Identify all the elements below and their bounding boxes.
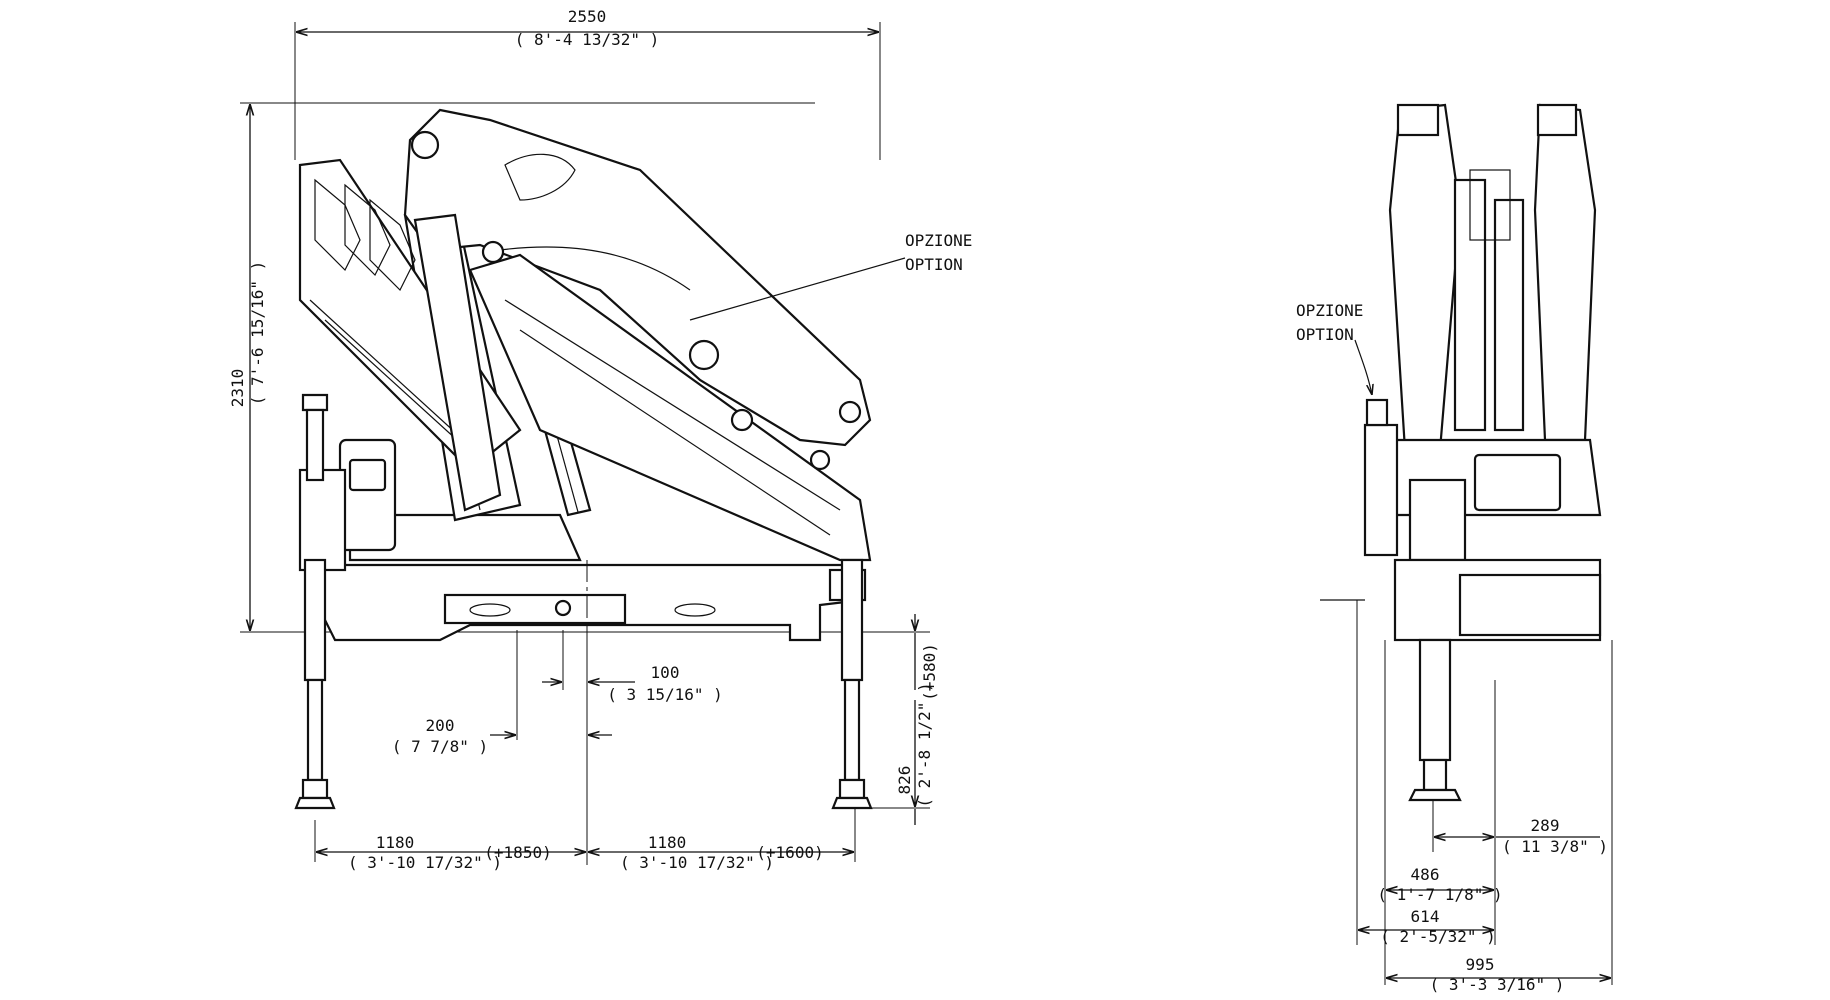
dim-leg-stroke: (+580) (915, 614, 939, 701)
dim-289-mm: 289 (1531, 816, 1560, 835)
dim-stabilizer-left-mm: 1180 (376, 833, 415, 852)
dim-995-mm: 995 (1466, 955, 1495, 974)
dim-leg-depth: 826 ( 2'-8 1/2" ) (895, 682, 934, 825)
dim-stabilizer-right-extension: (+1600) (756, 843, 823, 862)
dim-offset-large-imperial: ( 7 7/8" ) (392, 737, 488, 756)
crane-side-outline (294, 108, 873, 810)
dim-stabilizer-left-extension: (+1850) (484, 843, 551, 862)
dim-stabilizer-left: 1180 ( 3'-10 17/32" ) (+1850) (316, 833, 586, 872)
dim-leg-depth-mm: 826 (895, 766, 914, 795)
dim-614: 614 ( 2'-5/32" ) (1358, 907, 1496, 946)
dim-overall-width-imperial: ( 8'-4 13/32" ) (515, 30, 660, 49)
front-option-line2: OPTION (1296, 325, 1354, 344)
dim-614-imperial: ( 2'-5/32" ) (1380, 927, 1496, 946)
dim-289-imperial: ( 11 3/8" ) (1502, 837, 1608, 856)
side-option-line2: OPTION (905, 255, 963, 274)
front-option-line1: OPZIONE (1296, 301, 1363, 320)
side-view: 2550 ( 8'-4 13/32" ) 2310 ( 7'-6 15/16" … (228, 7, 972, 872)
dim-overall-height-mm: 2310 (228, 369, 247, 408)
front-option-note: OPZIONE OPTION (1296, 301, 1372, 395)
dim-leg-stroke-text: (+580) (920, 643, 939, 701)
dim-995: 995 ( 3'-3 3/16" ) (1386, 955, 1611, 994)
dim-289: 289 ( 11 3/8" ) (1434, 816, 1608, 856)
side-option-note: OPZIONE OPTION (689, 231, 972, 321)
dim-614-mm: 614 (1411, 907, 1440, 926)
dim-486-imperial: ( 1'-7 1/8" ) (1377, 885, 1502, 904)
dim-offset-large-mm: 200 (426, 716, 455, 735)
dim-offset-small: 100 ( 3 15/16" ) (542, 663, 723, 704)
dim-486: 486 ( 1'-7 1/8" ) (1377, 865, 1502, 904)
side-option-line1: OPZIONE (905, 231, 972, 250)
dim-overall-width-mm: 2550 (568, 7, 607, 26)
crane-front-outline (1320, 103, 1602, 802)
dim-stabilizer-right-imperial: ( 3'-10 17/32" ) (620, 853, 774, 872)
dim-stabilizer-right-mm: 1180 (648, 833, 687, 852)
dim-486-mm: 486 (1411, 865, 1440, 884)
dim-overall-width: 2550 ( 8'-4 13/32" ) (296, 7, 879, 49)
dim-overall-height-imperial: ( 7'-6 15/16" ) (248, 261, 267, 406)
dim-offset-large: 200 ( 7 7/8" ) (392, 716, 612, 756)
front-view: OPZIONE OPTION 289 ( 11 3/8" ) 486 ( 1'-… (1296, 103, 1613, 994)
dim-stabilizer-left-imperial: ( 3'-10 17/32" ) (348, 853, 502, 872)
dim-offset-small-mm: 100 (651, 663, 680, 682)
dim-offset-small-imperial: ( 3 15/16" ) (607, 685, 723, 704)
dim-overall-height: 2310 ( 7'-6 15/16" ) (228, 104, 267, 631)
dim-995-imperial: ( 3'-3 3/16" ) (1430, 975, 1565, 994)
dim-leg-depth-imperial: ( 2'-8 1/2" ) (915, 682, 934, 807)
dim-stabilizer-right: 1180 ( 3'-10 17/32" ) (+1600) (588, 833, 854, 872)
